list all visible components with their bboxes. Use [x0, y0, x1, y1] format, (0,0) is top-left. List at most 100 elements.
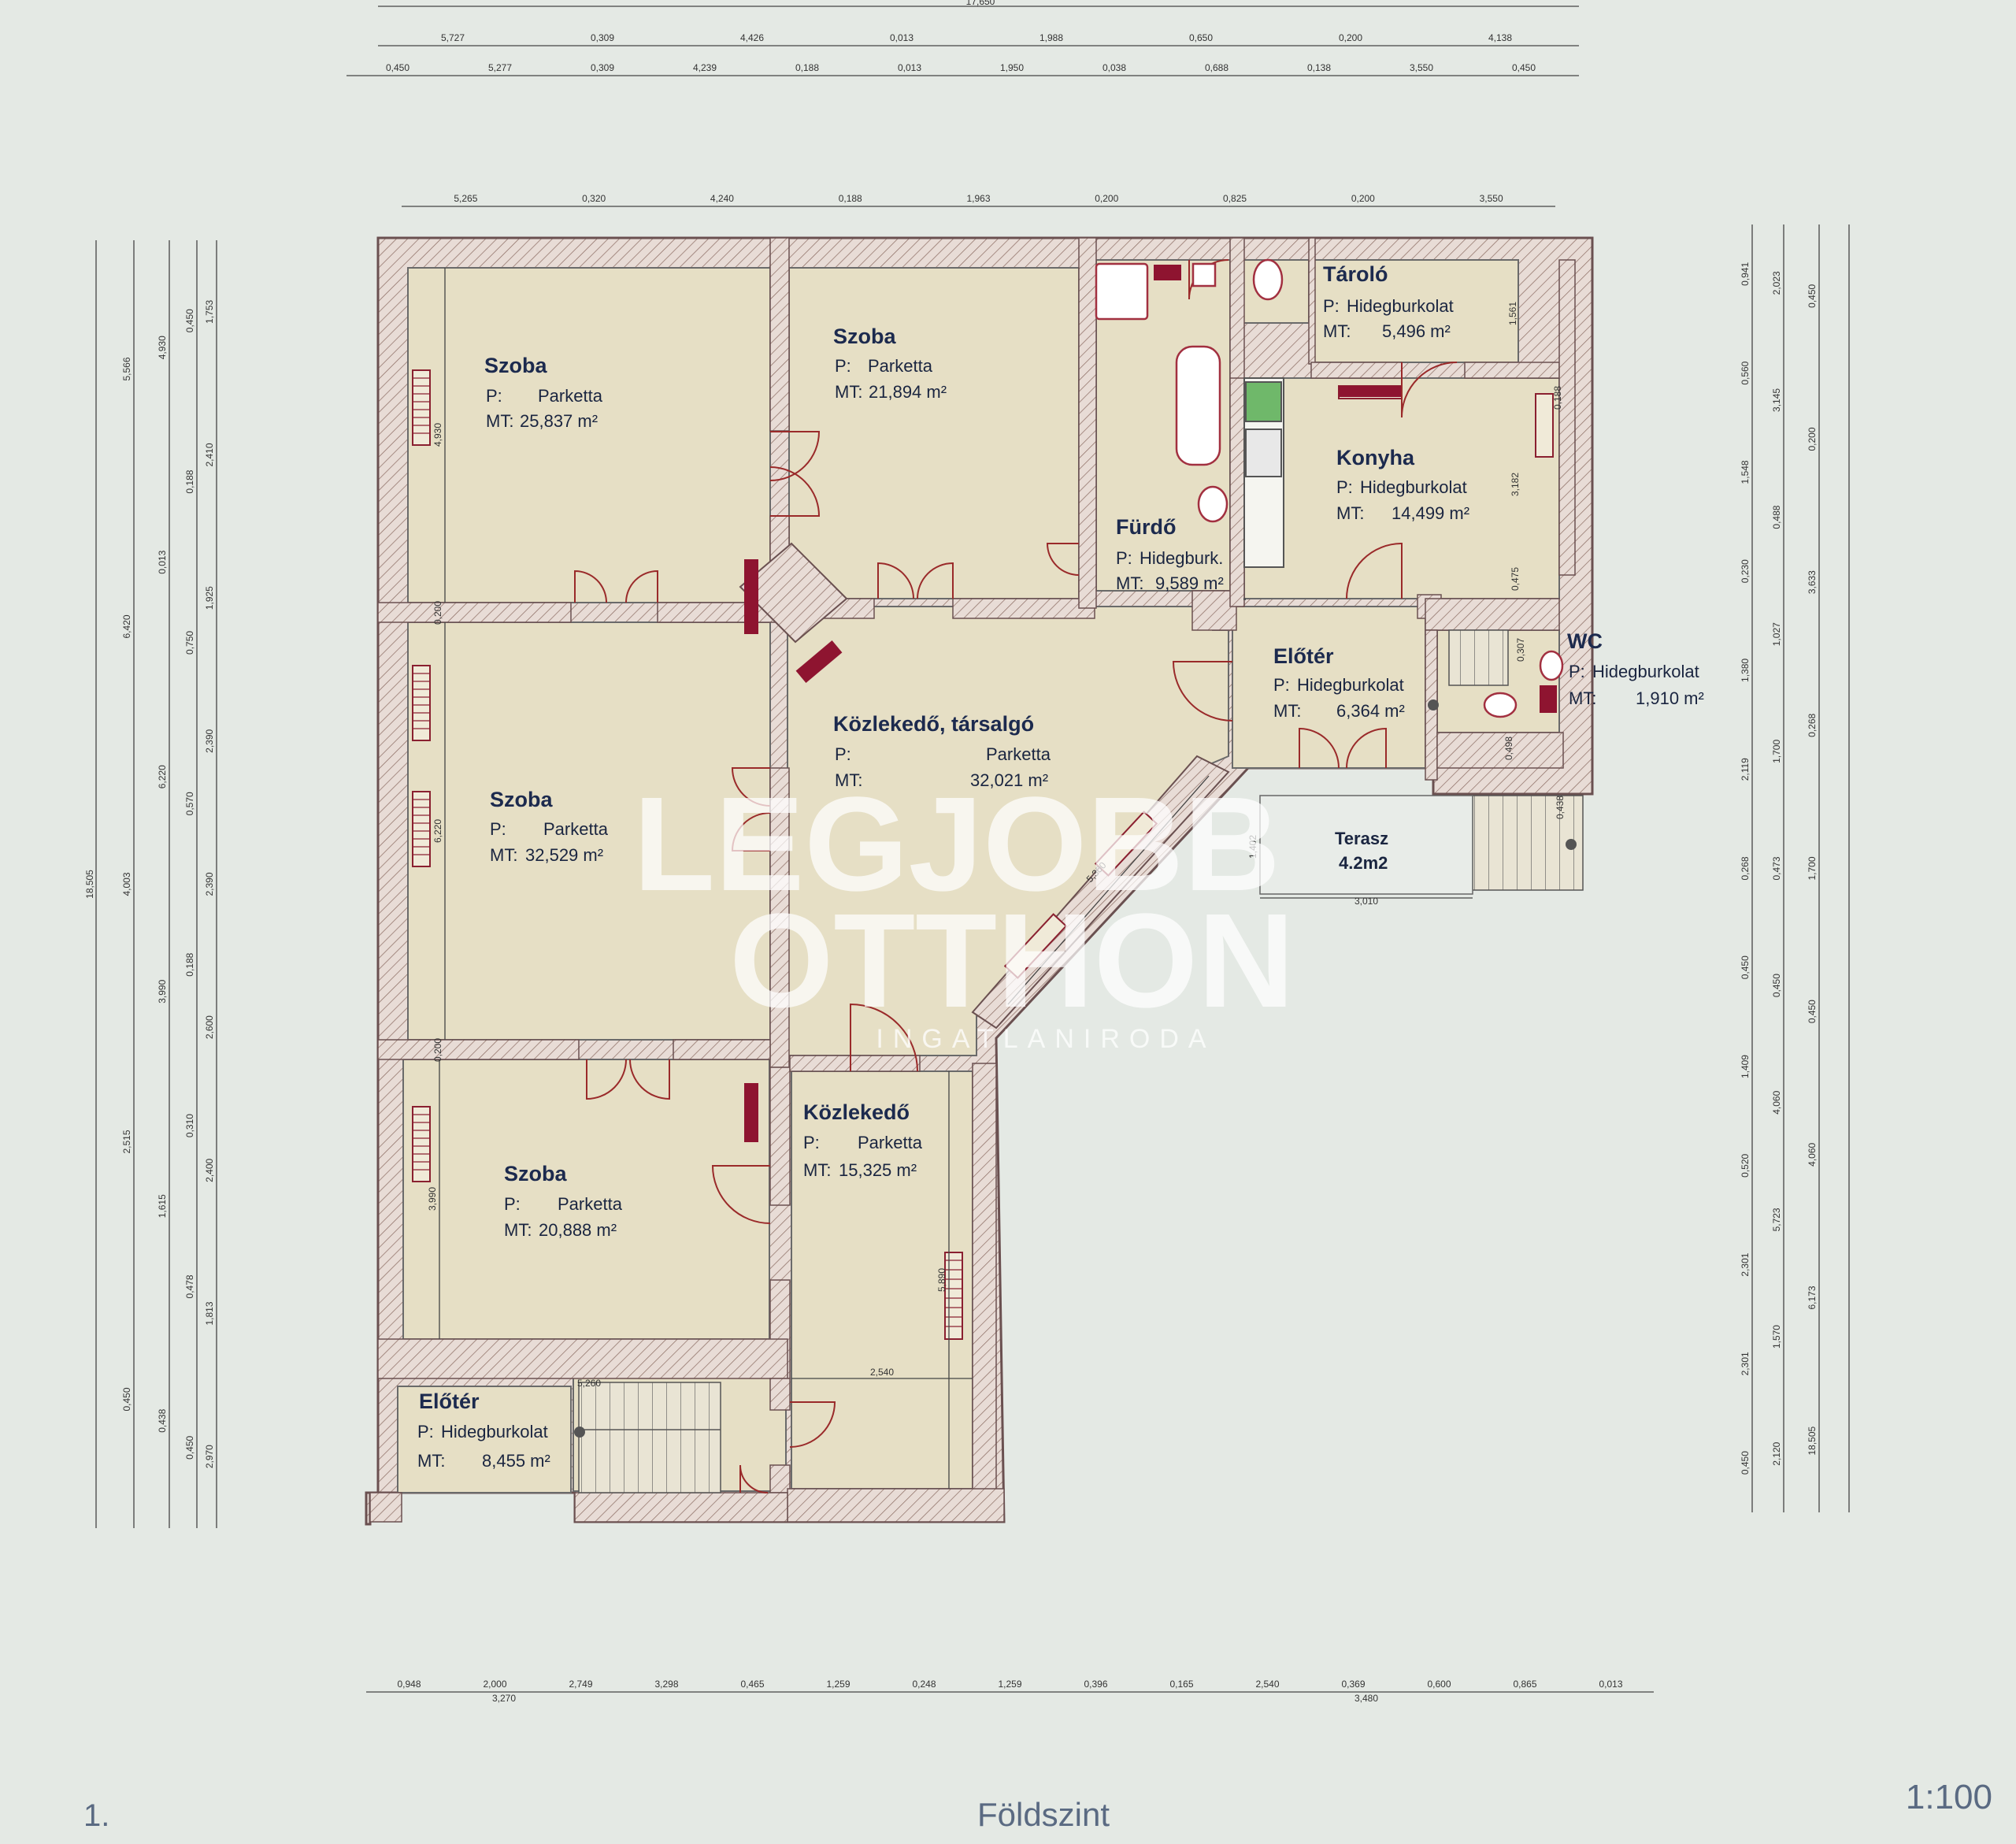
dim-label-top: 0,013	[890, 32, 914, 43]
dim-label-left: 6,420	[121, 614, 132, 638]
dim-label-right: 0,450	[1740, 955, 1751, 979]
room-area-prefix: MT:	[1323, 321, 1351, 341]
sink-top	[1191, 262, 1217, 288]
dim-label-left: 1,925	[204, 586, 215, 610]
dim-label-top: 0,650	[1189, 32, 1213, 43]
dim-label-top: 4,239	[693, 62, 717, 73]
dim-label-left: 0,450	[184, 309, 195, 332]
dim-label-bottom: 1,259	[998, 1679, 1021, 1690]
dim-label-bottom: 0,396	[1084, 1679, 1107, 1690]
sheet-number: 1.	[83, 1798, 109, 1833]
dim-label-right: 3,145	[1771, 388, 1782, 412]
dim-label-right: 0,450	[1807, 284, 1818, 307]
dim-label-top: 0,688	[1205, 62, 1228, 73]
room-floor-prefix: P:	[1569, 662, 1585, 681]
interior-walls	[369, 237, 1576, 1523]
bathtub	[1175, 345, 1221, 466]
dim-label-top: 3,550	[1410, 62, 1433, 73]
dim-label-inner: 0,307	[1515, 638, 1526, 662]
room-name: Előtér	[419, 1389, 480, 1413]
dimension-lines	[95, 6, 1850, 1693]
dim-label-left: 1,753	[204, 299, 215, 323]
dim-label-bottom: 3,270	[492, 1693, 516, 1704]
shower-tray	[1095, 262, 1149, 321]
room-floor-prefix: P:	[1273, 675, 1290, 695]
dim-label-bottom: 2,749	[569, 1679, 592, 1690]
room-name: Konyha	[1336, 446, 1415, 469]
dim-label-left: 0,188	[184, 469, 195, 493]
dim-label-inner: 0,475	[1510, 567, 1521, 591]
room-area: 9,589 m²	[1155, 573, 1224, 593]
toilet-wc-2	[1539, 650, 1564, 681]
room-area-prefix: MT:	[486, 411, 513, 431]
dim-label-bottom: 0,865	[1513, 1679, 1536, 1690]
dim-label-left: 6,220	[157, 765, 168, 788]
floor-szoba-1	[407, 267, 771, 603]
floor-szoba-3	[407, 621, 771, 1041]
dim-label-right: 2,119	[1740, 758, 1751, 781]
dim-label-inner: 3,182	[1510, 473, 1521, 496]
terrace-name: Terasz	[1335, 829, 1388, 848]
dim-label-right: 0,200	[1807, 427, 1818, 451]
sheet-scale: 1:100	[1906, 1778, 1992, 1816]
dim-label-inner: 4,930	[432, 423, 443, 447]
dim-label-right: 1,700	[1807, 856, 1818, 880]
room-floor-prefix: P:	[1336, 477, 1353, 497]
room-area: 8,455 m²	[482, 1451, 550, 1471]
floor-eloter-2	[397, 1386, 572, 1493]
dim-label-inner: 0,200	[432, 1038, 443, 1062]
kitchen-counter	[1243, 377, 1284, 600]
dim-label-right: 0,941	[1740, 262, 1751, 286]
dim-label-top: 0,200	[1095, 193, 1118, 204]
room-floor: Parketta	[558, 1194, 623, 1214]
room-area-prefix: MT:	[1569, 688, 1596, 708]
dim-label-top: 0,188	[795, 62, 819, 73]
dim-label-inner: 0,200	[432, 601, 443, 625]
dim-label-top-total: 17,650	[966, 0, 995, 7]
dim-label-top: 0,450	[1512, 62, 1536, 73]
room-label-terasz: Terasz 4.2m2	[1335, 829, 1388, 873]
dim-label-bottom: 3,480	[1354, 1693, 1378, 1704]
room-label-szoba-3: Szoba P: Parketta MT: 32,529 m²	[490, 788, 609, 865]
dim-label-bottom: 3,298	[654, 1679, 678, 1690]
room-label-eloter-2: Előtér P: Hidegburkolat MT: 8,455 m²	[417, 1389, 550, 1471]
room-floor-prefix: P:	[490, 819, 506, 839]
room-name: Előtér	[1273, 644, 1334, 668]
dim-label-top: 4,138	[1488, 32, 1512, 43]
dim-label-top: 0,200	[1351, 193, 1375, 204]
room-label-eloter-1: Előtér P: Hidegburkolat MT: 6,364 m²	[1273, 644, 1405, 721]
room-name: Közlekedő, társalgó	[833, 712, 1034, 736]
dim-label-inner: 3,990	[427, 1187, 438, 1211]
room-name: Szoba	[484, 354, 547, 377]
dim-label-top: 0,309	[591, 62, 614, 73]
dim-label-left: 0,450	[184, 1435, 195, 1459]
room-area: 20,888 m²	[539, 1220, 617, 1240]
dim-label-left: 18,505	[84, 870, 95, 899]
watermark-tagline: INGATLANIRODA	[876, 1024, 1215, 1054]
dim-label-top: 0,038	[1102, 62, 1126, 73]
dim-label-bottom: 0,465	[740, 1679, 764, 1690]
dim-label-right: 0,450	[1771, 974, 1782, 997]
room-area: 5,496 m²	[1382, 321, 1451, 341]
dim-label-left: 1,813	[204, 1301, 215, 1325]
sheet-title: Földszint	[977, 1796, 1110, 1833]
dim-label-right: 1,380	[1740, 659, 1751, 682]
dim-label-inner: 3,010	[1354, 896, 1378, 907]
room-label-konyha: Konyha P: Hidegburkolat MT: 14,499 m²	[1336, 446, 1469, 523]
room-floor: Hidegburkolat	[1360, 477, 1467, 497]
terrace-area: 4.2m2	[1339, 853, 1388, 873]
terrace	[574, 699, 1577, 1438]
dim-label-right: 0,230	[1740, 559, 1751, 583]
dim-label-top: 0,200	[1339, 32, 1362, 43]
room-name: WC	[1567, 629, 1603, 653]
dim-label-right: 5,723	[1771, 1208, 1782, 1231]
diagonal-radiators	[1003, 811, 1158, 979]
room-name: Tároló	[1323, 262, 1388, 286]
doors	[574, 259, 1458, 1493]
dim-label-top: 4,426	[740, 32, 764, 43]
room-label-kozlekedo: Közlekedő P: Parketta MT: 15,325 m²	[803, 1100, 923, 1180]
dim-label-left: 5,566	[121, 357, 132, 380]
room-area-prefix: MT:	[504, 1220, 532, 1240]
room-floor: Parketta	[538, 386, 603, 406]
